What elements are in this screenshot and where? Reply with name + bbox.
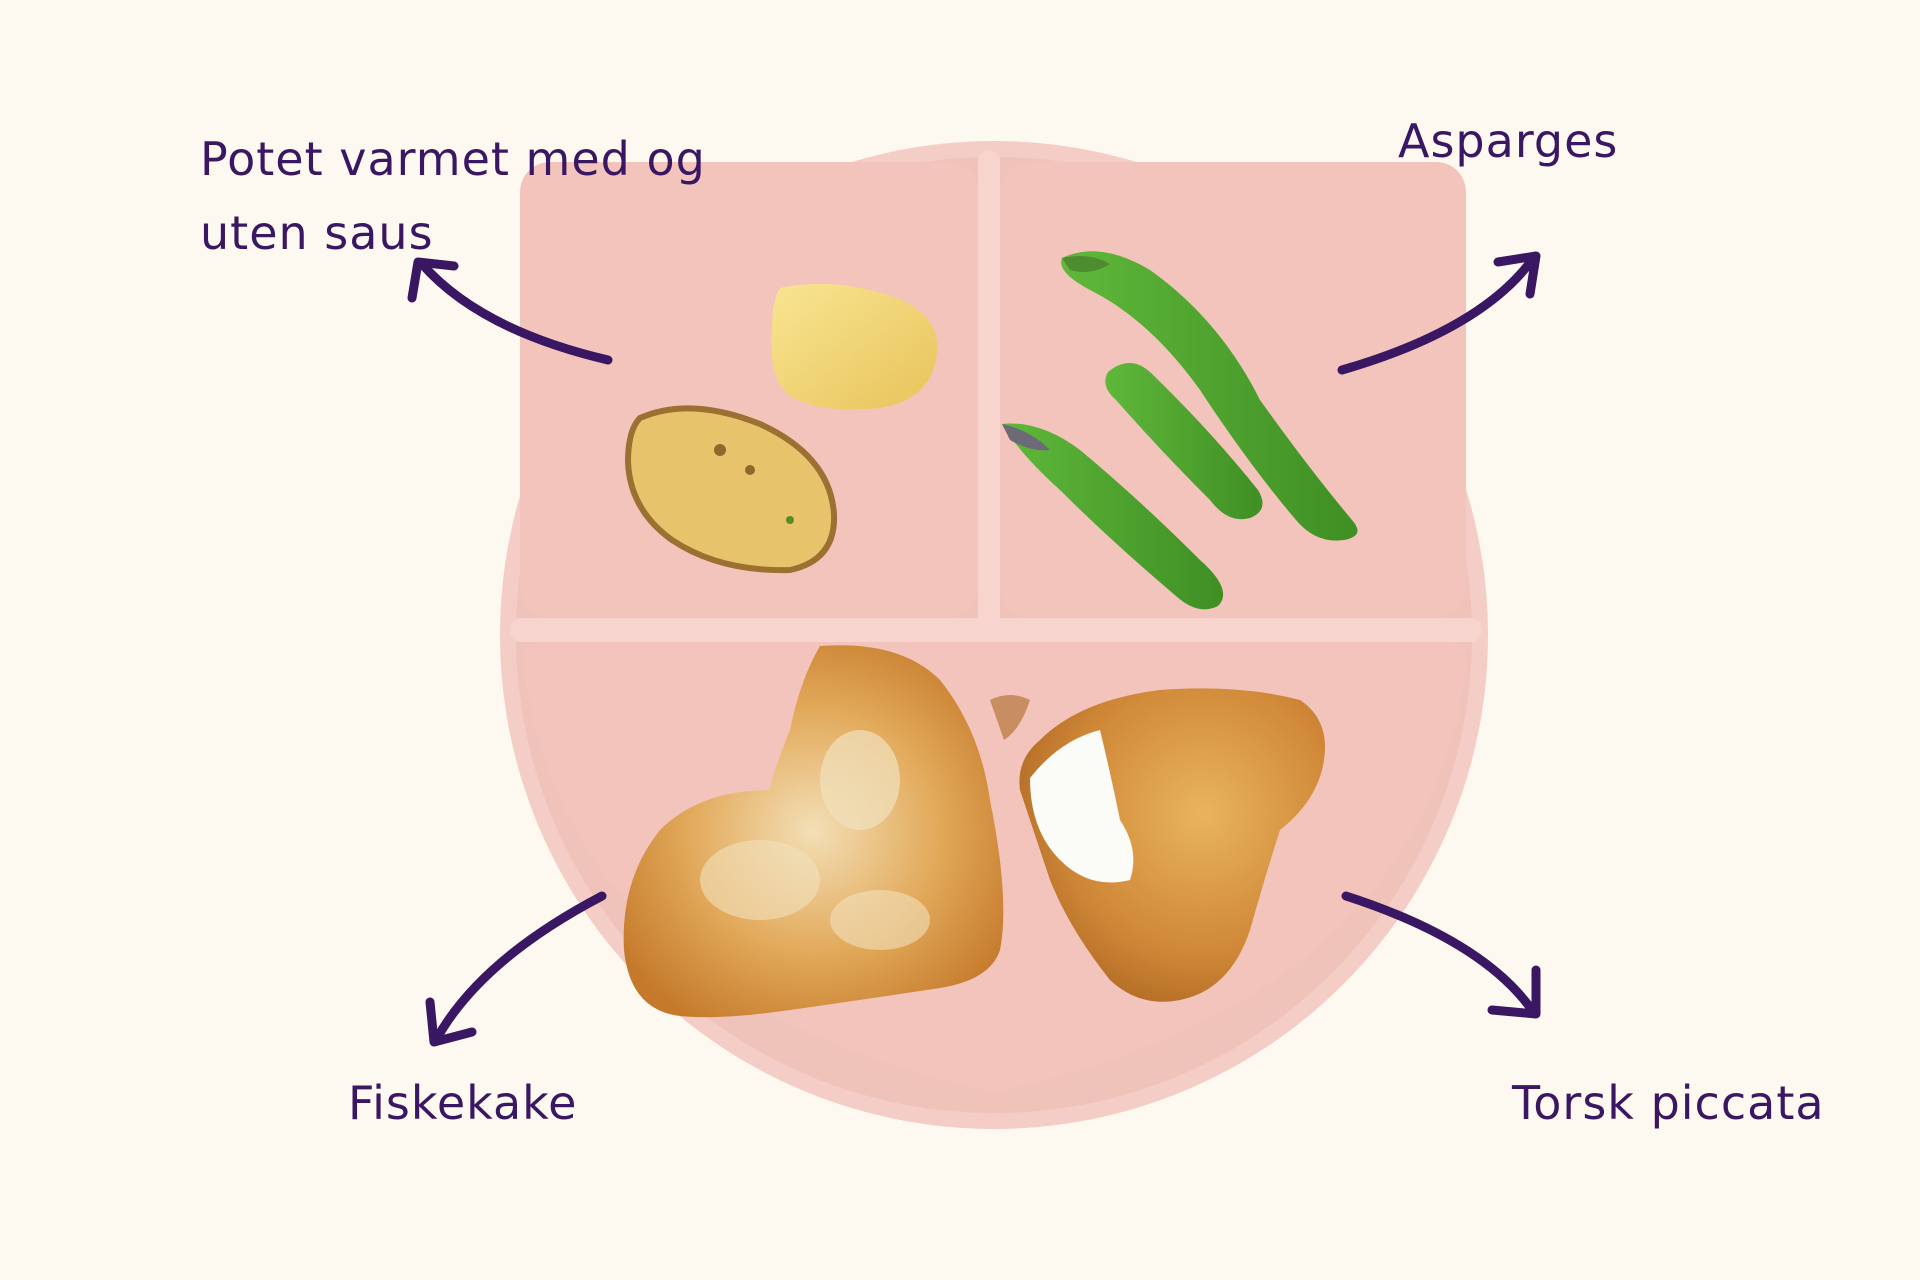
potato-with-sauce [624,405,838,574]
label-fishcake: Fiskekake [348,1076,578,1130]
label-potato-line-2: uten saus [200,206,434,260]
arrow-cod [1341,891,1541,1019]
potato-plain [771,284,938,410]
potato-slices [624,284,938,574]
label-asparagus: Asparges [1398,114,1619,168]
asparagus-tip [1002,423,1224,610]
arrow-asparagus [1337,251,1541,375]
asparagus-short [1105,363,1263,520]
divider-vertical [978,150,1000,628]
arrow-potato [407,257,613,365]
asparagus-spears [1002,251,1358,610]
arrow-fishcake [425,891,607,1047]
fishcake [623,645,1004,1018]
compartment-potato [520,162,978,618]
label-potato: Potet varmet med og uten saus [200,122,706,270]
cod-white-flesh [1030,730,1134,883]
arrows [407,251,1541,1047]
divider-horizontal [510,618,1482,642]
label-cod: Torsk piccata [1512,1076,1825,1130]
cod-piccata [990,688,1325,1002]
asparagus-long [1061,251,1358,541]
label-potato-line-1: Potet varmet med og [200,132,706,186]
